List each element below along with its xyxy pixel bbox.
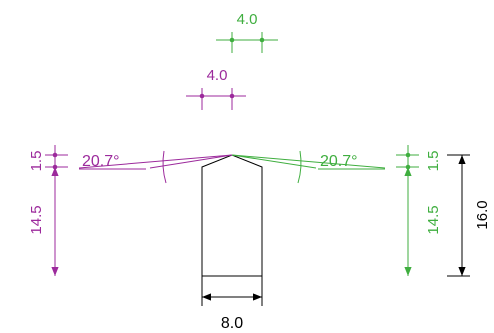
- right-vertical-dimensions: [396, 145, 419, 276]
- right-angle-label: 20.7°: [320, 153, 358, 170]
- left-lower-label: 14.5: [28, 205, 45, 234]
- top-green-width-dimension: [216, 32, 278, 53]
- bottom-width-label: 8.0: [221, 315, 243, 332]
- left-vertical-dimensions: [45, 145, 68, 276]
- top-purple-width-dimension: [186, 88, 246, 110]
- bottom-width-dimension: [201, 276, 263, 306]
- total-height-label: 16.0: [474, 200, 491, 229]
- right-lower-label: 14.5: [425, 205, 442, 234]
- left-angle-dimension: [78, 150, 233, 184]
- part-outline: [201, 154, 263, 277]
- top-green-width-label: 4.0: [237, 11, 258, 28]
- left-angle-label: 20.7°: [82, 153, 120, 170]
- total-height-dimension: [447, 154, 470, 277]
- left-upper-label: 1.5: [28, 151, 45, 172]
- top-purple-width-label: 4.0: [207, 67, 228, 84]
- right-angle-dimension: [231, 150, 386, 184]
- right-upper-label: 1.5: [425, 151, 442, 172]
